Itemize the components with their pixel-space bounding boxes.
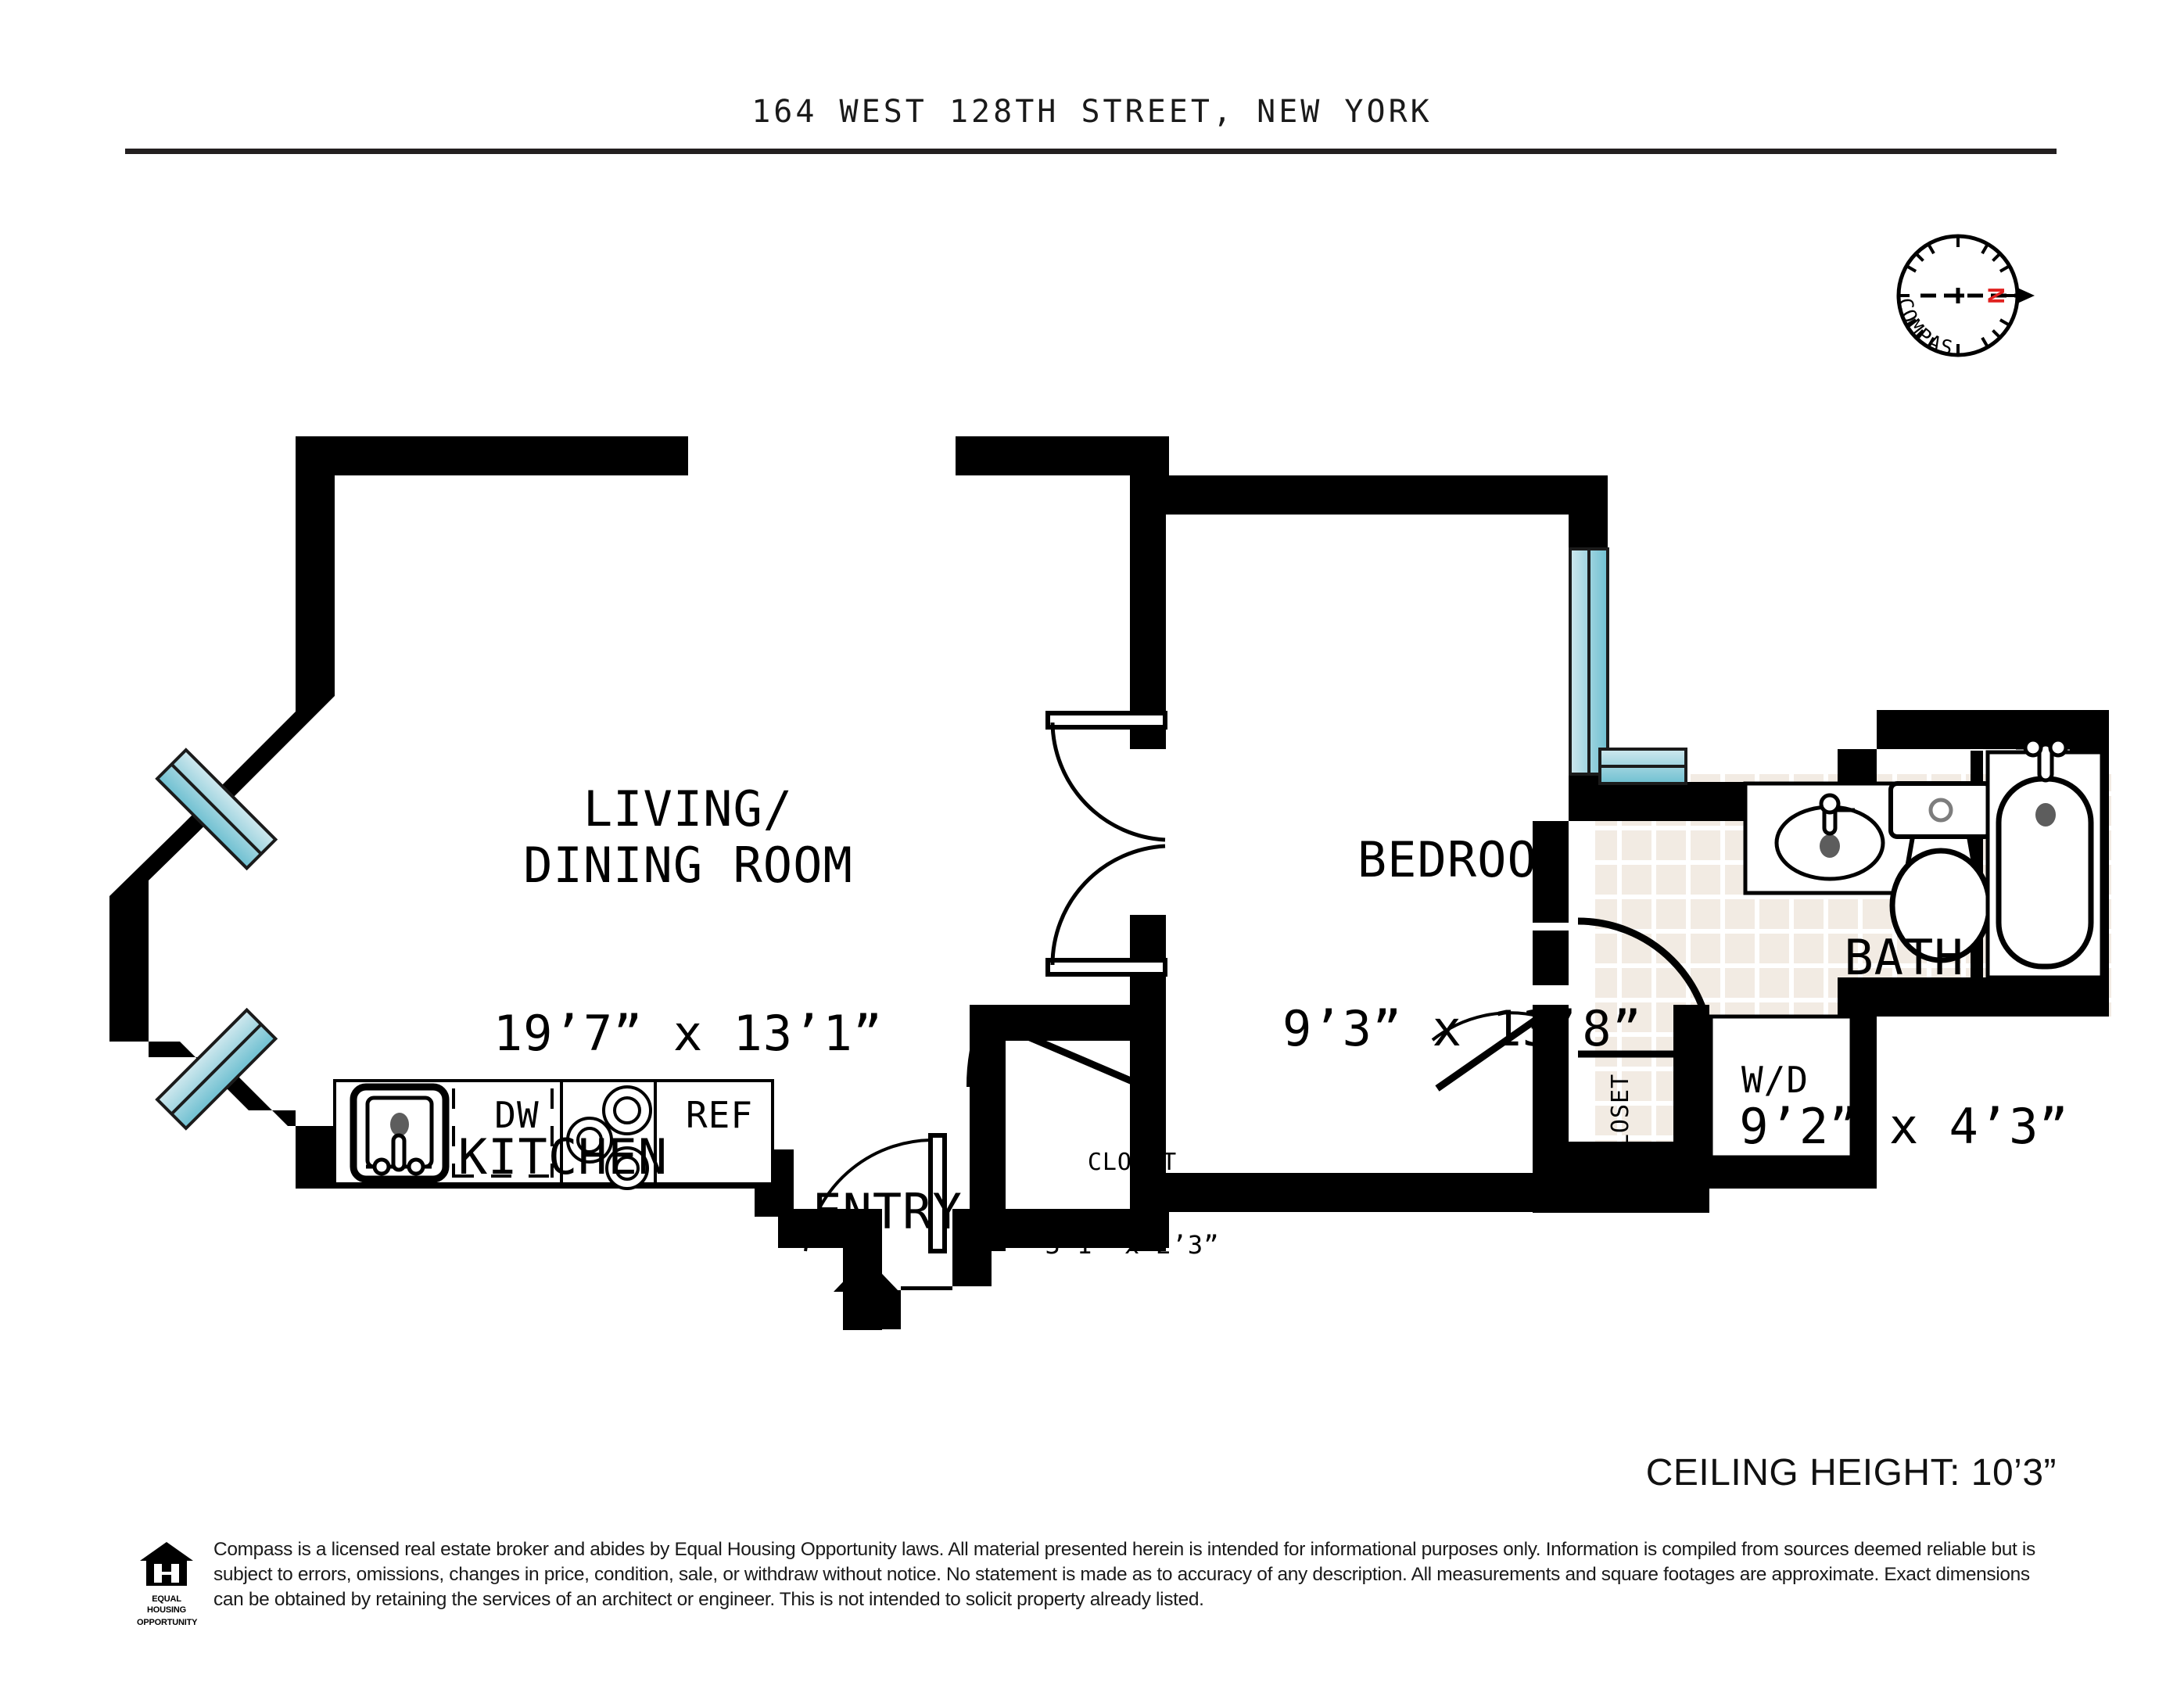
room-label-closet-bath: CLOSET 2’8” x 3’	[1606, 1046, 1718, 1190]
window-bath-small	[1598, 748, 1687, 785]
appliance-label-refrigerator: REF	[685, 1094, 754, 1136]
room-label-entry: ENTRY	[812, 1182, 963, 1240]
door-group	[804, 711, 1715, 1253]
disclaimer-text: Compass is a licensed real estate broker…	[213, 1539, 2035, 1610]
door-bedroom-upper	[1045, 711, 1167, 842]
cooktop-icon	[566, 1085, 652, 1190]
room-label-living-dining: LIVING/ DINING ROOM 19’7” x 13’1”	[493, 780, 884, 1063]
window-bedroom-east	[1569, 547, 1609, 776]
entry-direction-arrow-icon	[834, 1257, 899, 1329]
compass-rose: N COMPASS	[1875, 213, 2035, 360]
header-divider	[125, 149, 2057, 154]
bathtub-icon	[1985, 737, 2104, 980]
compass-north-label: N	[1983, 287, 2009, 304]
door-closet-bath	[1431, 1011, 1543, 1092]
footer: EQUAL HOUSING OPPORTUNITY Compass is a l…	[137, 1537, 2060, 1628]
door-bedroom-lower	[1045, 844, 1167, 977]
page-title: 164 WEST 128TH STREET, NEW YORK	[751, 94, 1433, 130]
compass-north-arrow-icon	[2017, 288, 2035, 303]
room-label-bedroom: BEDROOM 9’3” x 13’8”	[1282, 830, 1642, 1057]
door-bath	[1577, 917, 1715, 1058]
appliance-label-washer-dryer: W/D	[1741, 1059, 1809, 1101]
room-label-kitchen: KITCHEN	[457, 1128, 669, 1185]
door-closet-entry	[966, 1013, 1165, 1099]
ceiling-height-note: CEILING HEIGHT: 10’3”	[1645, 1452, 2057, 1494]
room-label-bath: BATH 9’2” x 4’3”	[1739, 928, 2069, 1155]
dishwasher-outline	[452, 1088, 554, 1178]
washer-dryer-box	[1709, 1014, 1854, 1160]
equal-housing-house-icon	[140, 1542, 193, 1586]
room-label-closet-entry: CLOSET 3’1” x 2’3”	[1045, 1148, 1220, 1260]
kitchen-counter-run	[333, 1079, 774, 1190]
window-bay-lower	[155, 1007, 278, 1131]
door-entry	[804, 1133, 947, 1253]
equal-housing-logo-line2: OPPORTUNITY	[137, 1617, 198, 1627]
equal-housing-logo: EQUAL HOUSING OPPORTUNITY	[137, 1537, 198, 1628]
toilet-icon	[1888, 781, 1993, 963]
window-group	[155, 547, 1687, 1131]
appliance-label-dishwasher: DW	[494, 1094, 540, 1136]
equal-housing-logo-line1: EQUAL HOUSING	[147, 1594, 186, 1615]
kitchen-sink-icon	[350, 1083, 450, 1183]
bath-fixture-group	[1709, 737, 2104, 1160]
window-bay-upper	[155, 748, 278, 871]
